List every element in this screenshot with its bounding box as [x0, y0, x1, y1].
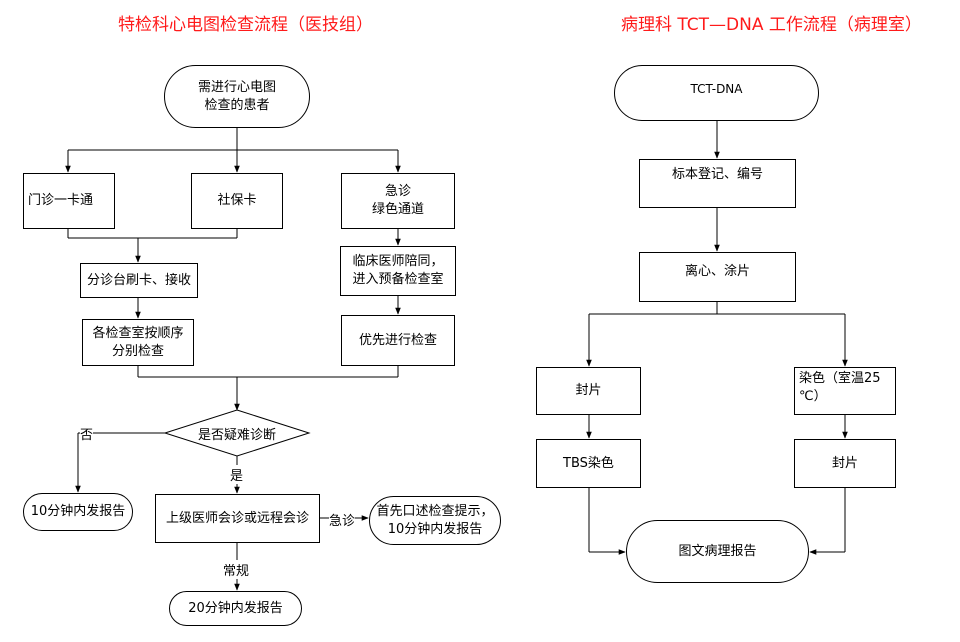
- tbs-stain-node: TBS染色: [536, 439, 641, 488]
- left-flow-title: 特检科心电图检查流程（医技组）: [118, 15, 373, 35]
- stain-room-temp-node: 染色（室温25 ℃）: [794, 367, 896, 415]
- senior-consult-node: 上级医师会诊或远程会诊: [155, 494, 320, 543]
- seal-left-node: 封片: [536, 367, 641, 415]
- pathology-report-node: 图文病理报告: [626, 520, 809, 583]
- decision-difficult-diagnosis: 是否疑难诊断: [197, 427, 276, 443]
- priority-exam-node: 优先进行检查: [341, 315, 455, 366]
- right-flow-title: 病理科 TCT—DNA 工作流程（病理室）: [621, 15, 922, 35]
- report-10min-node: 10分钟内发报告: [23, 493, 133, 531]
- label-urgent: 急诊: [329, 510, 356, 529]
- centrifuge-smear-node: 离心、涂片: [639, 252, 796, 302]
- triage-swipe-node: 分诊台刷卡、接收: [80, 263, 198, 298]
- report-20min-node: 20分钟内发报告: [169, 591, 302, 626]
- label-yes: 是: [230, 465, 244, 484]
- clinician-escort-node: 临床医师陪同， 进入预备检查室: [340, 246, 456, 296]
- label-no: 否: [80, 424, 94, 443]
- tct-dna-start-node: TCT-DNA: [614, 65, 819, 121]
- label-routine: 常规: [223, 560, 250, 579]
- seal-right-node: 封片: [794, 439, 896, 488]
- social-card-node: 社保卡: [191, 173, 283, 229]
- first-oral-report-node: 首先口述检查提示， 10分钟内发报告: [369, 496, 501, 545]
- start-patients-node: 需进行心电图 检查的患者: [164, 65, 310, 128]
- rooms-in-order-node: 各检查室按顺序 分别检查: [82, 319, 194, 366]
- specimen-register-node: 标本登记、编号: [639, 159, 796, 208]
- emergency-green-channel-node: 急诊 绿色通道: [341, 173, 455, 229]
- outpatient-card-node: 门诊一卡通: [23, 173, 115, 229]
